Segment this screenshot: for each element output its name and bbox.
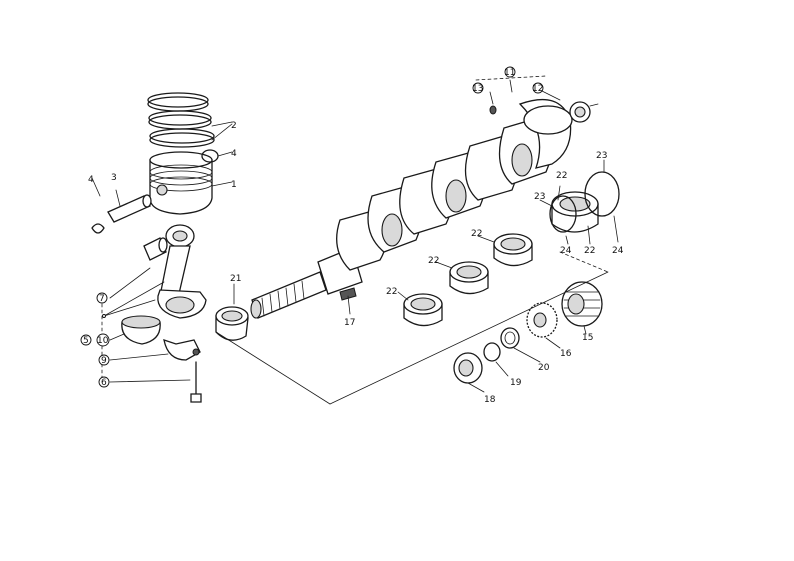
- label-5: 5: [83, 336, 89, 346]
- label-4-right: 4: [231, 149, 237, 159]
- front-assembly-bracket: [215, 251, 609, 405]
- label-12: 12: [532, 84, 543, 94]
- spacer-washer: [500, 327, 520, 349]
- label-11: 11: [504, 68, 515, 78]
- label-22-c: 22: [471, 229, 482, 239]
- label-15: 15: [582, 333, 593, 343]
- label-10: 10: [97, 336, 109, 346]
- label-19: 18: [484, 395, 496, 405]
- label-6: 6: [101, 378, 107, 388]
- label-4-left: 4: [88, 175, 94, 185]
- label-1: 1: [231, 180, 237, 190]
- rod-bearing: [121, 315, 161, 345]
- leader-lines: [233, 159, 619, 377]
- piston-pin: [107, 194, 152, 223]
- dowel-pin: [489, 105, 497, 115]
- pilot-bearing: [569, 101, 599, 123]
- label-7: 7: [99, 294, 105, 304]
- callout-labels: 2 4 1 3 4 7 5 10 9 6 11 12 13 21 17 22 2…: [80, 66, 624, 405]
- label-9: 9: [101, 356, 107, 366]
- small-end-bushing: [143, 237, 168, 261]
- piston: [149, 151, 213, 215]
- o-ring: [483, 342, 501, 362]
- label-21: 21: [230, 274, 241, 284]
- label-17: 16: [560, 349, 572, 359]
- label-22-d: 22: [556, 171, 567, 181]
- connecting-rod: [157, 224, 207, 319]
- label-18: 20: [538, 363, 550, 373]
- main-bearings: [215, 171, 620, 341]
- label-23-top: 23: [596, 151, 607, 161]
- crank-gear: [561, 281, 603, 327]
- front-collar: [453, 352, 485, 393]
- label-24-right: 24: [612, 246, 624, 256]
- label-22-e: 22: [584, 246, 595, 256]
- label-24-left: 24: [560, 246, 572, 256]
- label-3: 3: [111, 173, 117, 183]
- label-22-b: 22: [428, 256, 439, 266]
- flywheel-group-bracket: [475, 75, 561, 105]
- label-16: 17: [344, 318, 355, 328]
- label-2: 2: [231, 121, 237, 131]
- label-13: 13: [472, 84, 483, 94]
- piston-rings: [147, 92, 215, 148]
- label-22-a: 22: [386, 287, 397, 297]
- label-20: 19: [510, 378, 522, 388]
- label-23-mid: 23: [534, 192, 545, 202]
- rod-bolt: [190, 361, 202, 403]
- crankshaft: [250, 98, 573, 319]
- rod-cap: [163, 339, 201, 361]
- woodruff-key: [339, 287, 357, 301]
